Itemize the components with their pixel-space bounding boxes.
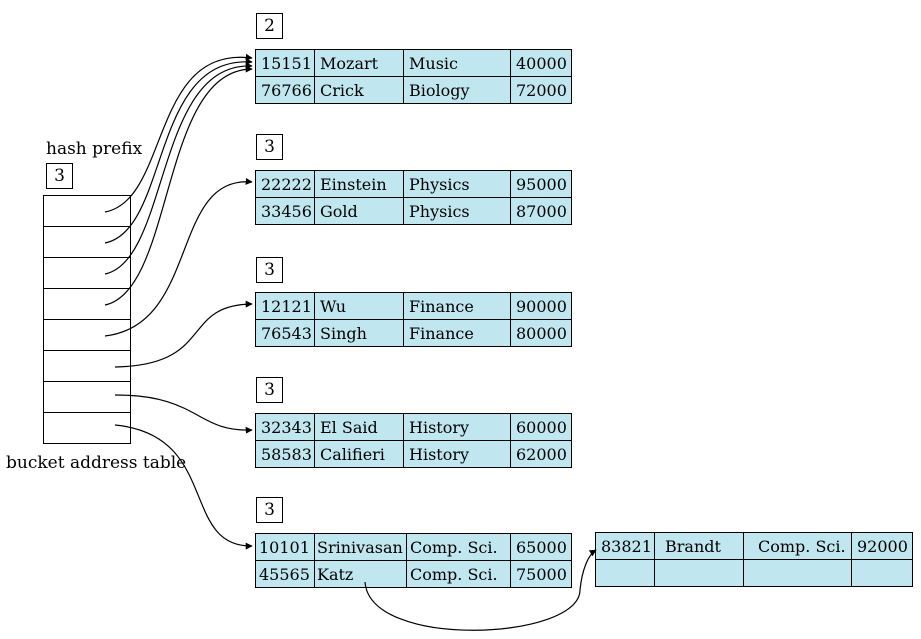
- cell-salary: 90000: [510, 292, 572, 320]
- cell-salary: 65000: [510, 533, 572, 561]
- cell-salary: 62000: [510, 440, 572, 468]
- cell-salary: [851, 559, 913, 587]
- cell-salary: 87000: [510, 197, 572, 225]
- pointer-arrow: [364, 549, 597, 631]
- bucket-address-table: [43, 195, 131, 444]
- table-row[interactable]: 33456 Gold Physics 87000: [255, 197, 572, 225]
- global-depth-box: 3: [46, 163, 73, 189]
- bucket: 15151 Mozart Music 40000 76766 Crick Bio…: [255, 49, 572, 104]
- table-row[interactable]: 83821 Brandt Comp. Sci. 92000: [595, 532, 913, 560]
- table-row[interactable]: 15151 Mozart Music 40000: [255, 49, 572, 77]
- cell-dept: Biology: [403, 76, 511, 104]
- table-row[interactable]: 45565 Katz Comp. Sci. 75000: [255, 560, 572, 588]
- cell-dept: History: [403, 413, 511, 441]
- cell-dept: Comp. Sci.: [406, 560, 511, 588]
- cell-id: 33456: [255, 197, 315, 225]
- cell-id: 76543: [255, 319, 315, 347]
- cell-dept: Music: [403, 49, 511, 77]
- cell-name: [654, 559, 744, 587]
- table-row[interactable]: 76766 Crick Biology 72000: [255, 76, 572, 104]
- cell-id: 32343: [255, 413, 315, 441]
- cell-dept: Finance: [403, 319, 511, 347]
- cell-id: 45565: [255, 560, 315, 588]
- cell-name: Mozart: [314, 49, 404, 77]
- bucket-address-entry[interactable]: [43, 320, 131, 351]
- bucket: 12121 Wu Finance 90000 76543 Singh Finan…: [255, 292, 572, 347]
- cell-name: Califieri: [314, 440, 404, 468]
- pointer-arrow: [114, 424, 253, 550]
- cell-salary: 80000: [510, 319, 572, 347]
- bucket-address-entry[interactable]: [43, 413, 131, 444]
- cell-salary: 75000: [510, 560, 572, 588]
- cell-name: Wu: [314, 292, 404, 320]
- cell-dept: History: [403, 440, 511, 468]
- bucket-address-table-label: bucket address table: [6, 453, 187, 473]
- bucket-address-entry[interactable]: [43, 351, 131, 382]
- cell-salary: 40000: [510, 49, 572, 77]
- table-row[interactable]: 76543 Singh Finance 80000: [255, 319, 572, 347]
- table-row[interactable]: 12121 Wu Finance 90000: [255, 292, 572, 320]
- bucket-address-entry[interactable]: [43, 289, 131, 320]
- pointer-arrow: [104, 58, 253, 244]
- cell-name: Gold: [314, 197, 404, 225]
- cell-dept: Finance: [403, 292, 511, 320]
- pointer-arrow: [114, 394, 253, 434]
- table-row[interactable]: [595, 559, 913, 587]
- bucket-depth-box: 3: [256, 377, 283, 403]
- bucket-depth-box: 3: [256, 497, 283, 523]
- table-row[interactable]: 58583 Califieri History 62000: [255, 440, 572, 468]
- overflow-bucket: 83821 Brandt Comp. Sci. 92000: [595, 532, 913, 587]
- cell-dept: Comp. Sci.: [743, 532, 852, 560]
- cell-dept: Physics: [403, 170, 511, 198]
- cell-salary: 60000: [510, 413, 572, 441]
- bucket-depth-box: 3: [256, 257, 283, 283]
- cell-name: Katz: [314, 560, 407, 588]
- cell-salary: 92000: [851, 532, 913, 560]
- bucket-address-entry[interactable]: [43, 258, 131, 289]
- cell-id: 15151: [255, 49, 315, 77]
- bucket-address-entry[interactable]: [43, 227, 131, 258]
- pointer-arrow: [104, 62, 253, 275]
- cell-name: Crick: [314, 76, 404, 104]
- cell-dept: Physics: [403, 197, 511, 225]
- bucket-depth-box: 3: [256, 134, 283, 160]
- cell-dept: Comp. Sci.: [406, 533, 511, 561]
- pointer-arrow: [114, 300, 253, 368]
- table-row[interactable]: 22222 Einstein Physics 95000: [255, 170, 572, 198]
- cell-id: 58583: [255, 440, 315, 468]
- table-row[interactable]: 32343 El Said History 60000: [255, 413, 572, 441]
- bucket-address-entry[interactable]: [43, 196, 131, 227]
- table-row[interactable]: 10101 Srinivasan Comp. Sci. 65000: [255, 533, 572, 561]
- bucket: 32343 El Said History 60000 58583 Califi…: [255, 413, 572, 468]
- bucket: 22222 Einstein Physics 95000 33456 Gold …: [255, 170, 572, 225]
- bucket-depth-box: 2: [256, 13, 283, 39]
- pointer-arrow: [104, 65, 253, 306]
- cell-id: 10101: [255, 533, 315, 561]
- bucket: 10101 Srinivasan Comp. Sci. 65000 45565 …: [255, 533, 572, 588]
- cell-salary: 72000: [510, 76, 572, 104]
- pointer-arrow: [104, 177, 253, 337]
- cell-name: Brandt: [654, 532, 744, 560]
- pointer-arrow: [104, 53, 253, 213]
- cell-id: 12121: [255, 292, 315, 320]
- cell-name: Einstein: [314, 170, 404, 198]
- hash-prefix-label: hash prefix: [46, 139, 143, 159]
- bucket-address-entry[interactable]: [43, 382, 131, 413]
